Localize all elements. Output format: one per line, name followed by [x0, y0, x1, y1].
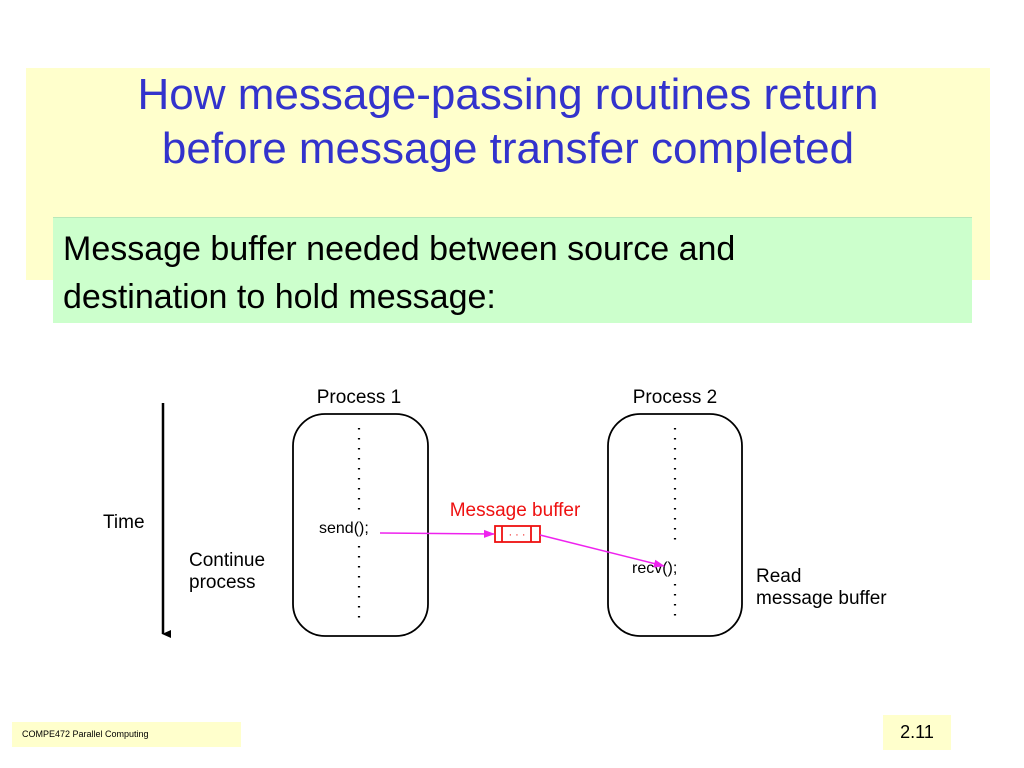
read-buffer-line-2: message buffer [756, 588, 887, 609]
slide-title-line-1: How message-passing routines return [137, 70, 879, 119]
continue-process-line-2: process [189, 572, 256, 593]
bullet-line-2: destination to hold message: [63, 278, 496, 316]
process2-box [607, 413, 743, 637]
bullet-box [53, 217, 972, 323]
send-arrow [379, 529, 495, 538]
process2-label: Process 2 [633, 387, 717, 408]
read-buffer-line-1: Read [756, 566, 801, 587]
bullet-text: Message buffer needed between source and… [63, 225, 963, 321]
continue-process-label: Continue process [189, 550, 270, 593]
slide-title: How message-passing routines return befo… [26, 68, 990, 176]
process1-call: send(); [319, 520, 369, 537]
slide-title-line-2: before message transfer completed [161, 124, 855, 173]
read-buffer-label: Read message buffer [756, 566, 887, 609]
message-buffer-dots: · · · [508, 529, 525, 541]
time-label: Time [103, 512, 145, 533]
message-buffer-box [494, 525, 541, 543]
slide-number: 2.11 [883, 715, 951, 750]
process1-box [292, 413, 429, 637]
footer-course-label: COMPE472 Parallel Computing [12, 722, 241, 747]
process2-call: recv(); [632, 560, 677, 577]
process1-label: Process 1 [317, 387, 401, 408]
message-buffer-label: Message buffer [450, 500, 581, 521]
recv-arrow [539, 534, 665, 568]
bullet-line-1: Message buffer needed between source and [63, 230, 736, 268]
continue-process-line-1: Continue [189, 550, 265, 571]
